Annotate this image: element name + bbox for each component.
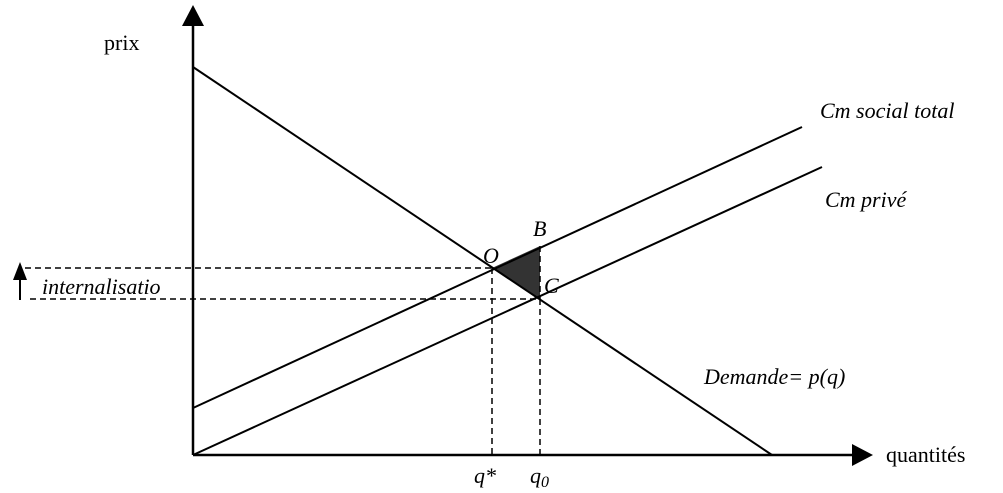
- deadweight-loss-triangle: [492, 246, 540, 299]
- point-o-label: O: [483, 243, 499, 268]
- q-zero-subscript: 0: [541, 474, 549, 491]
- social-cost-label: Cm social total: [820, 98, 954, 123]
- social-cost-curve: [192, 126, 803, 409]
- demand-label: Demande= p(q): [703, 364, 845, 389]
- point-b-label: B: [533, 216, 546, 241]
- q-star-label: q*: [474, 463, 496, 488]
- y-axis-label: prix: [104, 30, 139, 55]
- x-axis-arrow: [852, 444, 873, 466]
- internalisation-label: internalisatio: [42, 274, 161, 299]
- x-axis-label: quantités: [886, 442, 965, 467]
- demand-curve: [192, 66, 773, 456]
- q-zero-label: q0: [530, 463, 549, 491]
- q-zero-base: q: [530, 463, 541, 488]
- point-c-label: C: [544, 273, 559, 298]
- private-cost-label: Cm privé: [825, 187, 908, 212]
- price-shift-arrow-head: [13, 262, 27, 280]
- private-cost-curve: [192, 166, 823, 456]
- y-axis-arrow: [182, 5, 204, 26]
